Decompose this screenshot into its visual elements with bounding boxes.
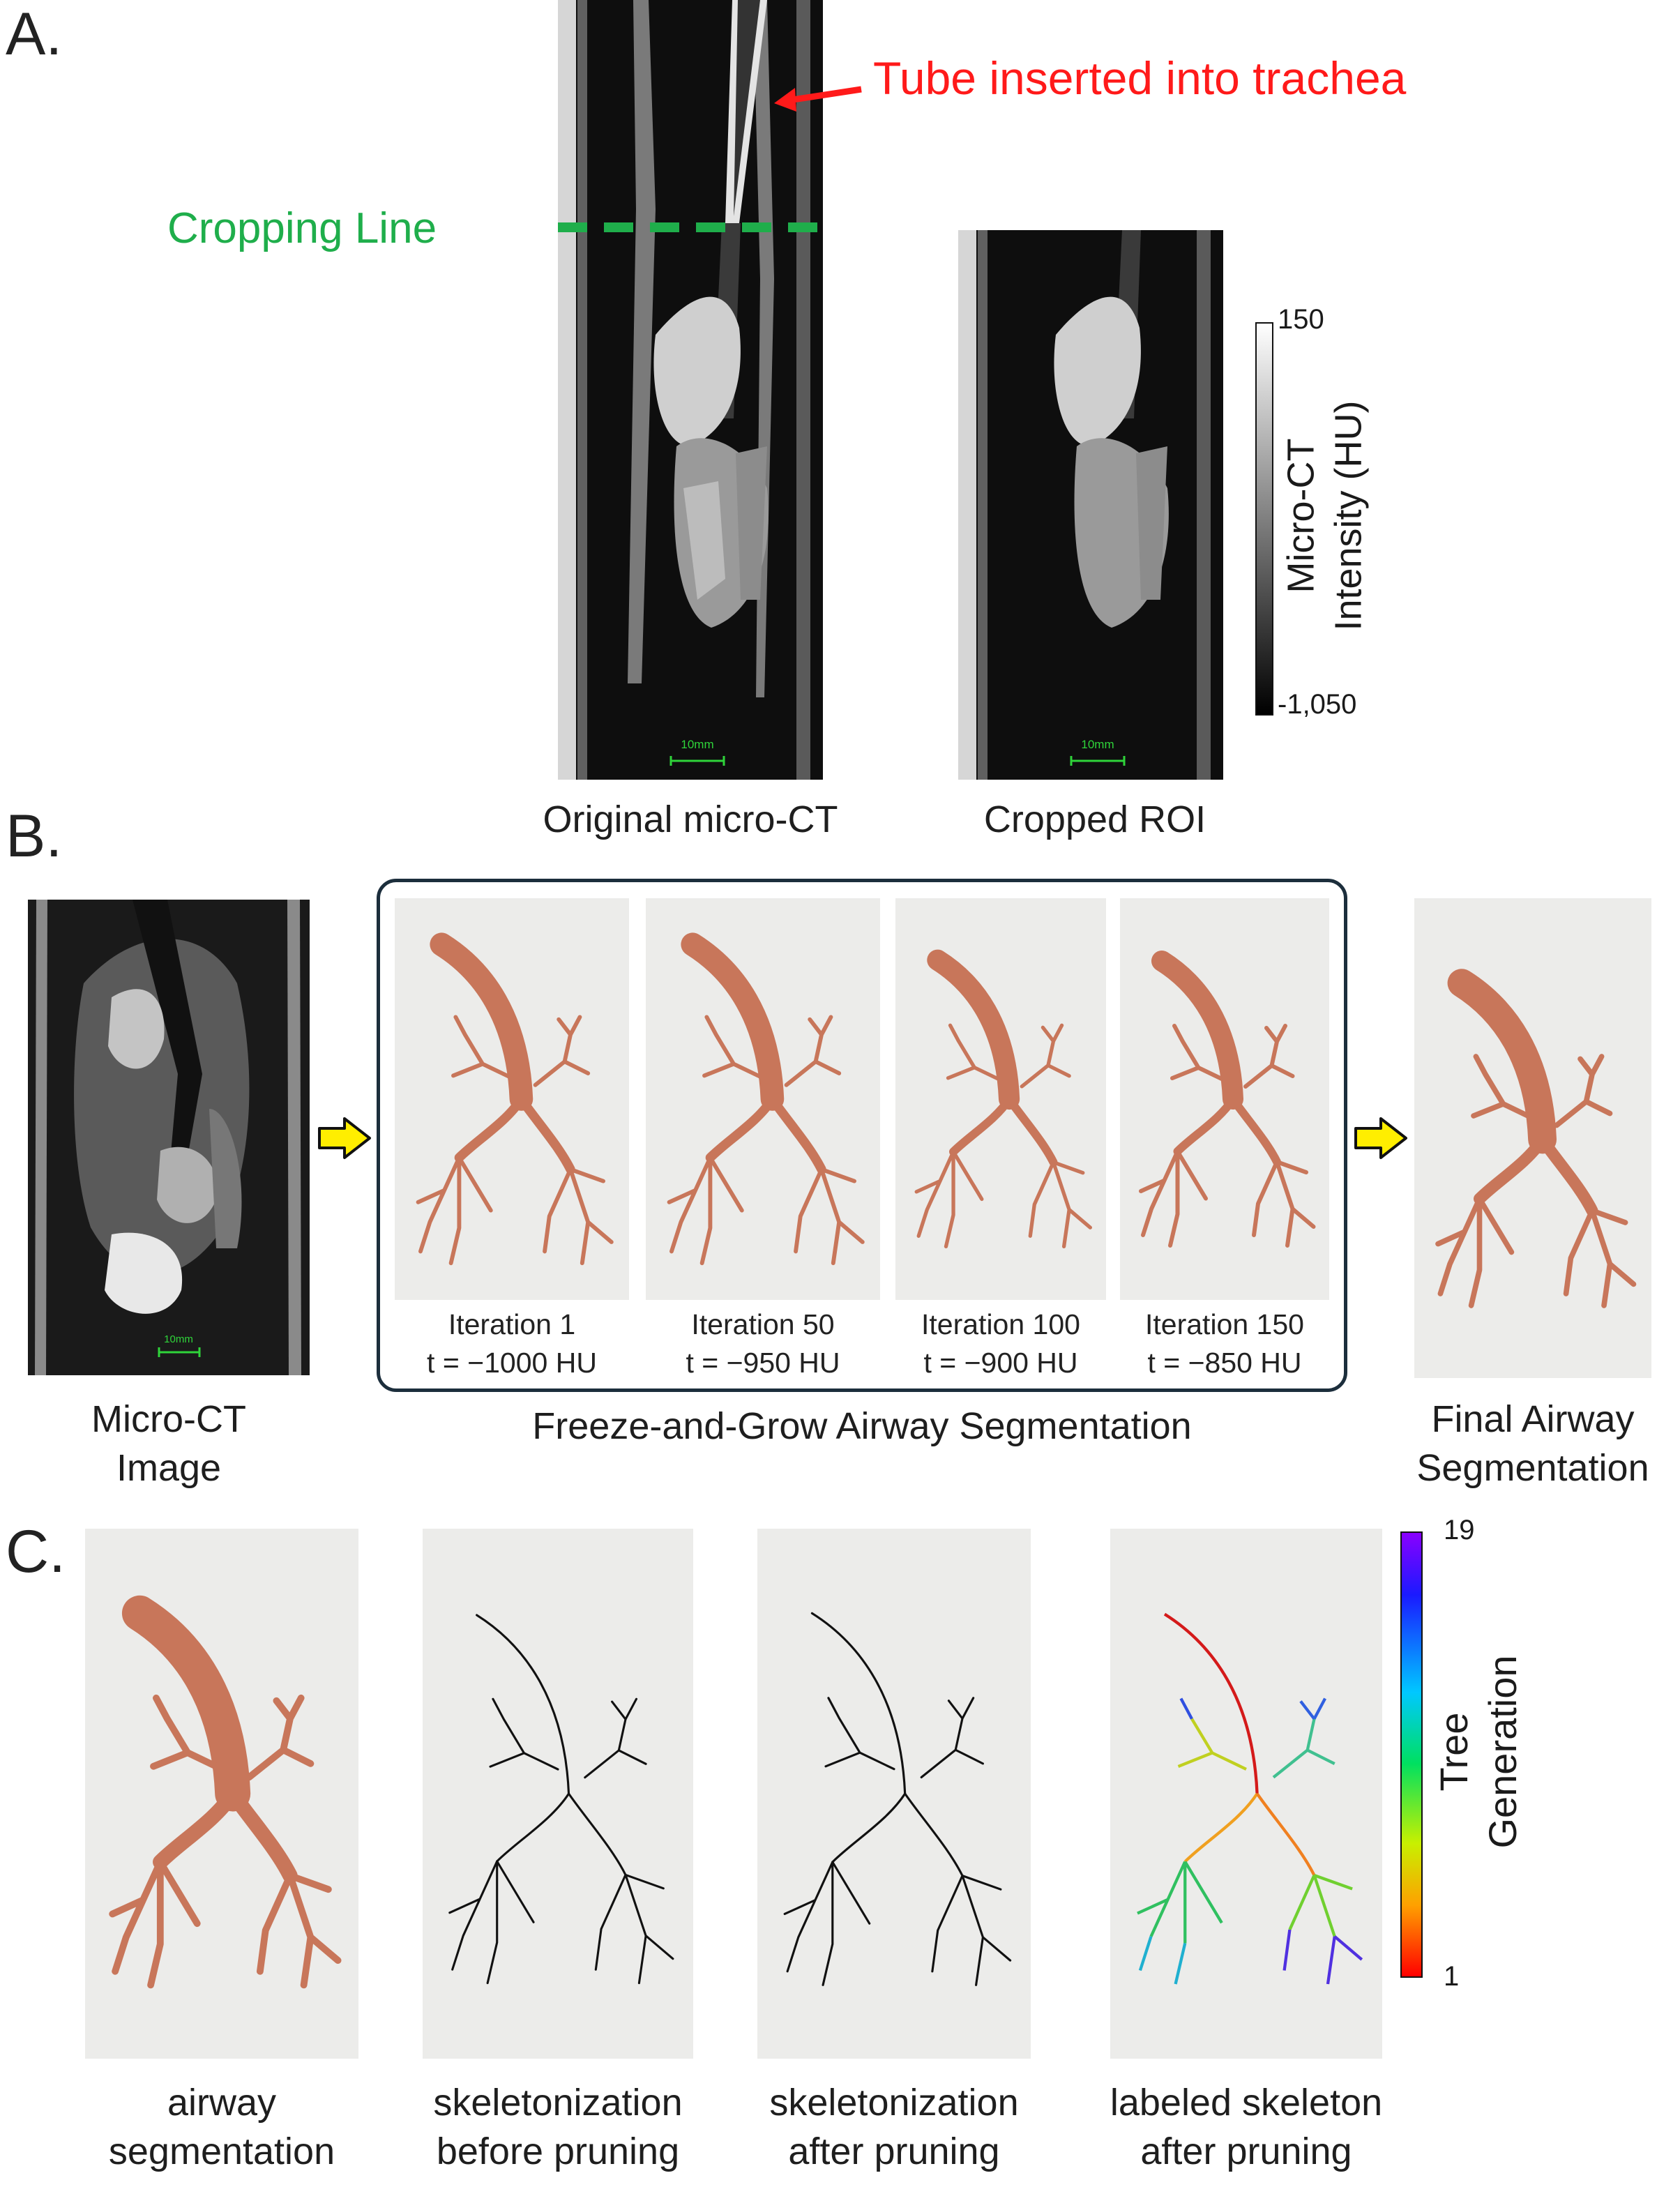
iteration-100-caption: Iteration 100 t = −900 HU [881, 1306, 1120, 1383]
final-segmentation-caption: Final Airway Segmentation [1388, 1395, 1678, 1492]
panel-b-letter: B. [6, 803, 63, 870]
iteration-50-image [646, 898, 880, 1300]
caption-c2-line1: skeletonization [433, 2082, 683, 2124]
iteration-1-threshold: t = −1000 HU [427, 1347, 597, 1379]
caption-c1-line1: airway [167, 2082, 277, 2124]
cropped-caption: Cropped ROI [983, 799, 1206, 840]
scalebar-label-cropped: 10mm [1081, 738, 1114, 751]
caption-skeleton-before: skeletonization before pruning [391, 2078, 725, 2176]
intensity-colorbar-max: 150 [1278, 304, 1324, 335]
caption-labeled-skeleton: labeled skeleton after pruning [1068, 2078, 1424, 2176]
freeze-and-grow-caption: Freeze-and-Grow Airway Segmentation [532, 1405, 1192, 1447]
input-caption-line2: Image [116, 1447, 222, 1490]
cropping-line-label: Cropping Line [167, 204, 437, 252]
intensity-title-line1: Micro-CT [1280, 438, 1322, 593]
iteration-150-label: Iteration 150 [1145, 1308, 1304, 1340]
micro-ct-input-image: 10mm [28, 900, 310, 1375]
panel-a-letter: A. [6, 1, 63, 68]
tree-generation-colorbar [1400, 1531, 1423, 1978]
cropping-line [558, 222, 823, 232]
intensity-colorbar [1255, 322, 1273, 716]
caption-c4-line1: labeled skeleton [1110, 2082, 1383, 2124]
freeze-and-grow-frame [377, 879, 1347, 1392]
skeleton-before-pruning-image [423, 1529, 693, 2059]
iteration-50-threshold: t = −950 HU [686, 1347, 840, 1379]
tree-title-line2: Generation [1481, 1655, 1524, 1849]
tube-label: Tube inserted into trachea [873, 52, 1407, 104]
input-caption-line1: Micro-CT [91, 1398, 246, 1440]
iteration-50-label: Iteration 50 [691, 1308, 835, 1340]
skeleton-after-pruning-image [757, 1529, 1031, 2059]
tree-colorbar-min: 1 [1444, 1961, 1460, 1992]
iteration-100-threshold: t = −900 HU [923, 1347, 1078, 1379]
caption-c2-line2: before pruning [436, 2131, 680, 2173]
iteration-1-image [395, 898, 629, 1300]
cropped-roi-image: 10mm [958, 230, 1223, 780]
iteration-1-label: Iteration 1 [448, 1308, 576, 1340]
intensity-title-line2: Intensity (HU) [1327, 400, 1369, 631]
caption-c3-line1: skeletonization [769, 2082, 1019, 2124]
iteration-150-caption: Iteration 150 t = −850 HU [1106, 1306, 1343, 1383]
final-caption-line2: Segmentation [1416, 1447, 1649, 1490]
input-caption: Micro-CT Image [28, 1395, 310, 1492]
iteration-150-threshold: t = −850 HU [1147, 1347, 1302, 1379]
caption-c3-line2: after pruning [788, 2131, 1000, 2173]
iteration-100-image [895, 898, 1106, 1300]
panel-c-letter: C. [6, 1518, 66, 1585]
iteration-1-caption: Iteration 1 t = −1000 HU [388, 1306, 636, 1383]
yellow-arrow-icon [318, 1117, 371, 1159]
scalebar-label-original: 10mm [681, 738, 714, 751]
iteration-150-image [1120, 898, 1329, 1300]
final-caption-line1: Final Airway [1431, 1398, 1635, 1440]
scalebar-label-input: 10mm [164, 1333, 193, 1345]
airway-segmentation-image [85, 1529, 358, 2059]
labeled-skeleton-image [1110, 1529, 1382, 2059]
final-segmentation-image [1414, 898, 1651, 1378]
caption-skeleton-after: skeletonization after pruning [729, 2078, 1059, 2176]
caption-c4-line2: after pruning [1140, 2131, 1352, 2173]
intensity-colorbar-min: -1,050 [1278, 689, 1357, 720]
yellow-arrow-icon [1354, 1117, 1407, 1159]
caption-c1-line2: segmentation [108, 2131, 335, 2173]
original-micro-ct-image: 10mm [558, 0, 823, 780]
caption-airway-segmentation: airway segmentation [57, 2078, 386, 2176]
iteration-100-label: Iteration 100 [921, 1308, 1080, 1340]
red-arrow-icon [774, 86, 862, 112]
tree-colorbar-max: 19 [1444, 1515, 1475, 1545]
original-caption: Original micro-CT [543, 799, 838, 840]
iteration-50-caption: Iteration 50 t = −950 HU [639, 1306, 887, 1383]
tree-title-line1: Tree [1432, 1712, 1476, 1792]
